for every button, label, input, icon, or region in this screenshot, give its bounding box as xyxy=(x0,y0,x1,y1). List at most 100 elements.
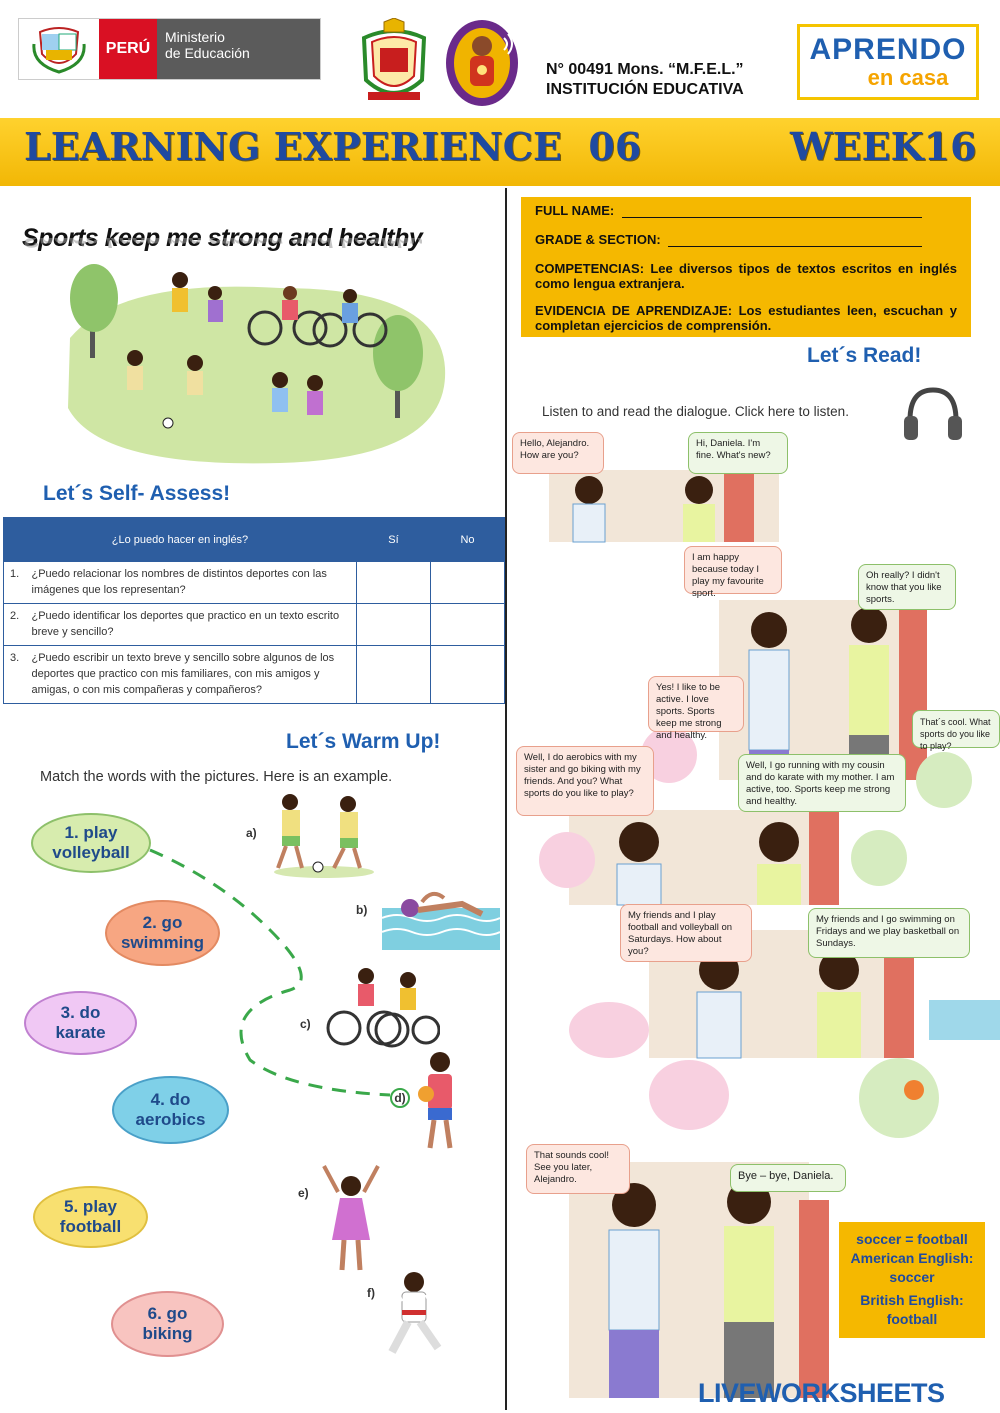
full-name-field[interactable] xyxy=(621,206,922,218)
table-row: 2. ¿Puedo identificar los deportes que p… xyxy=(3,603,505,646)
table-header-question: ¿Lo puedo hacer en inglés? xyxy=(3,517,357,562)
table-row: 1. ¿Puedo relacionar los nombres de dist… xyxy=(3,561,505,604)
peru-label: PERÚ xyxy=(99,19,157,79)
aprendo-en-casa-logo: APRENDO en casa xyxy=(797,24,979,100)
self-assess-heading: Let´s Self- Assess! xyxy=(43,482,231,505)
word-number: 3. do xyxy=(60,1003,101,1022)
word-number: 6. go xyxy=(147,1304,188,1323)
picture-label-e: e) xyxy=(298,1186,309,1200)
liveworksheets-logo[interactable]: LIVEWORKSHEETS xyxy=(698,1378,945,1408)
note-line-3: soccer xyxy=(889,1269,935,1285)
grade-section-field[interactable] xyxy=(668,235,923,247)
swimmer-picture[interactable] xyxy=(382,884,500,950)
grade-section-label: GRADE & SECTION: xyxy=(535,232,661,247)
headphones-icon[interactable] xyxy=(902,384,964,444)
warm-up-heading: Let´s Warm Up! xyxy=(286,730,441,753)
note-line-5: football xyxy=(886,1311,938,1327)
speech-bubble-alejandro: Hi, Daniela. I'm fine. What's new? xyxy=(688,432,788,474)
school-crest-icon xyxy=(361,18,427,100)
learning-experience-title: LEARNING EXPERIENCE 06 xyxy=(24,124,642,169)
school-name-line-2: INSTITUCIÓN EDUCATIVA xyxy=(546,81,744,98)
speech-bubble-daniela: I am happy because today I play my favou… xyxy=(684,546,782,599)
ministry-line-1: Ministerio xyxy=(165,29,225,45)
no-cell[interactable] xyxy=(430,561,505,604)
table-row: 3. ¿Puedo escribir un texto breve y senc… xyxy=(3,645,505,704)
speech-bubble-daniela: Yes! I like to be active. I love sports.… xyxy=(648,676,744,741)
self-assessment-table: ¿Lo puedo hacer en inglés? Sí No 1. ¿Pue… xyxy=(3,517,505,704)
word-activity: karate xyxy=(55,1023,106,1042)
school-name: N° 00491 Mons. “M.F.E.L.” INSTITUCIÓN ED… xyxy=(546,60,796,100)
no-cell[interactable] xyxy=(430,645,505,704)
word-activity: volleyball xyxy=(52,843,130,862)
yes-cell[interactable] xyxy=(356,561,431,604)
example-match-line xyxy=(149,848,391,1097)
week-label: WEEK16 xyxy=(790,124,977,169)
boy-doing-karate-picture[interactable] xyxy=(378,1270,452,1358)
no-cell[interactable] xyxy=(430,603,505,646)
picture-label-c: c) xyxy=(300,1017,311,1031)
children-playing-illustration xyxy=(68,264,446,464)
speech-bubble-alejandro: Oh really? I didn't know that you like s… xyxy=(858,564,956,610)
yes-cell[interactable] xyxy=(356,603,431,646)
warm-up-instruction: Match the words with the pictures. Here … xyxy=(40,769,393,785)
table-header-row: ¿Lo puedo hacer en inglés? Sí No xyxy=(3,517,505,562)
table-header-no: No xyxy=(430,517,505,562)
dialogue-scenes-illustration xyxy=(539,470,1000,1398)
speech-bubble-alejandro: Bye – bye, Daniela. xyxy=(730,1164,846,1192)
sports-heading-reflection: Sports keep me strong and healthy xyxy=(22,238,422,252)
speech-bubble-daniela: Hello, Alejandro. How are you? xyxy=(512,432,604,474)
row-question: ¿Puedo escribir un texto breve y sencill… xyxy=(25,645,357,704)
full-name-row: FULL NAME: xyxy=(535,203,957,218)
row-question: ¿Puedo identificar los deportes que prac… xyxy=(25,603,357,646)
boys-playing-football-picture[interactable] xyxy=(268,790,380,880)
evidencia-label: EVIDENCIA DE APRENDIZAJE: xyxy=(535,303,733,318)
lets-read-heading: Let´s Read! xyxy=(807,344,922,367)
student-info-box: FULL NAME: GRADE & SECTION: COMPETENCIAS… xyxy=(521,197,971,337)
speech-bubble-daniela: Well, I do aerobics with my sister and g… xyxy=(516,746,654,816)
children-biking-picture[interactable] xyxy=(322,966,440,1048)
evidencia-description: Los estudiantes leen, escuchan y complet… xyxy=(535,303,957,333)
row-number: 3. xyxy=(3,645,26,704)
girl-with-ball-picture[interactable] xyxy=(410,1048,470,1156)
competencias-label: COMPETENCIAS: xyxy=(535,261,645,276)
ministry-line-2: de Educación xyxy=(165,45,250,61)
speech-bubble-daniela: That sounds cool! See you later, Alejand… xyxy=(526,1144,630,1194)
word-number: 2. go xyxy=(142,913,183,932)
girl-doing-aerobics-picture[interactable] xyxy=(318,1162,384,1280)
column-divider xyxy=(505,188,507,1410)
picture-label-d: d) xyxy=(390,1088,410,1108)
word-number: 5. play xyxy=(64,1197,117,1216)
row-number: 1. xyxy=(3,561,26,604)
aprendo-logo-line-1: APRENDO xyxy=(809,33,967,66)
word-activity: football xyxy=(59,1217,122,1236)
soccer-football-note: soccer = football American English: socc… xyxy=(839,1222,985,1338)
word-number: 4. do xyxy=(150,1090,191,1109)
picture-label-f: f) xyxy=(367,1286,375,1300)
speech-bubble-alejandro: My friends and I go swimming on Fridays … xyxy=(808,908,970,958)
speech-bubble-alejandro: Well, I go running with my cousin and do… xyxy=(738,754,906,812)
school-name-line-1: N° 00491 Mons. “M.F.E.L.” xyxy=(546,61,744,78)
grade-row: GRADE & SECTION: xyxy=(535,232,957,247)
yes-cell[interactable] xyxy=(356,645,431,704)
competencias-text: COMPETENCIAS: Lee diversos tipos de text… xyxy=(535,261,957,291)
title-banner xyxy=(0,118,1000,186)
note-line-2: American English: xyxy=(850,1250,974,1266)
word-activity: swimming xyxy=(120,933,205,952)
picture-label-b: b) xyxy=(356,903,368,917)
speech-bubble-alejandro: That´s cool. What sports do you like to … xyxy=(912,710,1000,751)
note-line-1: soccer = football xyxy=(856,1231,968,1247)
word-activity: biking xyxy=(142,1324,193,1343)
sacred-heart-emblem-icon xyxy=(446,20,518,106)
evidencia-text: EVIDENCIA DE APRENDIZAJE: Los estudiante… xyxy=(535,303,957,333)
row-question: ¿Puedo relacionar los nombres de distint… xyxy=(25,561,357,604)
row-number: 2. xyxy=(3,603,26,646)
listen-instruction[interactable]: Listen to and read the dialogue. Click h… xyxy=(542,404,849,419)
speech-bubble-daniela: My friends and I play football and volle… xyxy=(620,904,752,962)
sports-heading-reflection-text: Sports keep me strong and healthy xyxy=(22,238,423,252)
